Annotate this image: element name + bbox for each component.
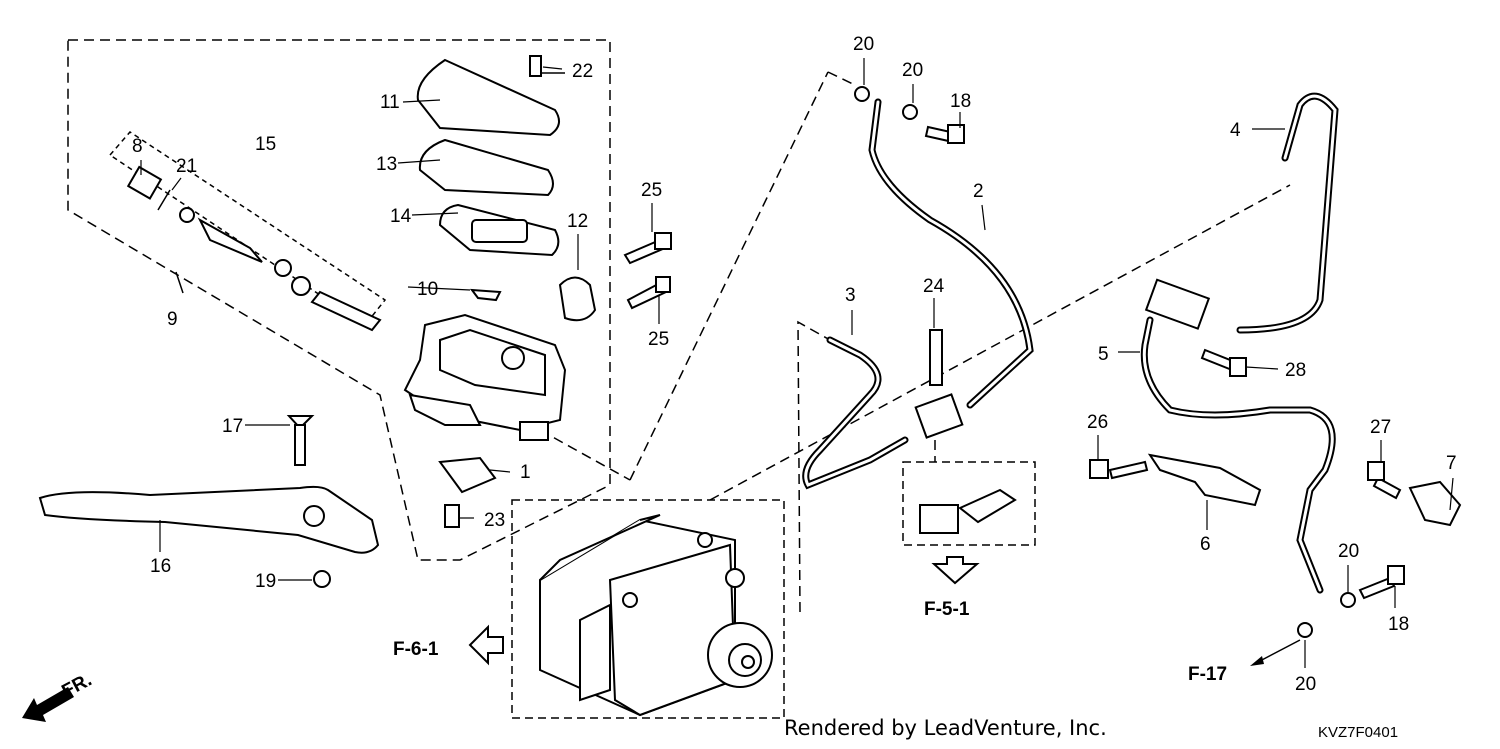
part-label-20-c: 20	[1338, 541, 1359, 562]
part-label-25-top: 25	[641, 180, 662, 201]
part-label-15: 15	[255, 134, 276, 155]
part-label-1: 1	[520, 462, 531, 483]
part-label-14: 14	[390, 206, 412, 227]
part-label-23: 23	[484, 510, 505, 531]
part-label-21: 21	[176, 156, 197, 177]
part-label-9: 9	[167, 309, 178, 330]
part-label-13: 13	[376, 154, 397, 175]
part-label-22: 22	[572, 61, 593, 82]
f17-arrow-icon	[1250, 656, 1264, 666]
part-label-5: 5	[1098, 344, 1109, 365]
part-label-10: 10	[417, 279, 438, 300]
abs-unit-outline	[511, 499, 785, 719]
part-label-11: 11	[380, 92, 400, 113]
part-label-6: 6	[1200, 534, 1211, 555]
f61-arrow	[468, 624, 504, 666]
f51-arrow	[931, 556, 980, 585]
ref-f17[interactable]: F-17	[1188, 664, 1227, 685]
part-label-18-bottom: 18	[1388, 614, 1409, 635]
fr-arrow-icon	[22, 687, 74, 722]
piston-kit-outline	[108, 131, 387, 327]
detail-outline	[902, 461, 1036, 546]
ref-f51[interactable]: F-5-1	[924, 599, 970, 620]
credit-text: Rendered by LeadVenture, Inc.	[784, 716, 1107, 740]
part-label-4: 4	[1230, 120, 1241, 141]
ref-f61[interactable]: F-6-1	[393, 639, 439, 660]
part-label-19: 19	[255, 571, 276, 592]
part-label-20-a: 20	[853, 34, 874, 55]
part-label-7: 7	[1446, 453, 1457, 474]
part-label-27: 27	[1370, 417, 1391, 438]
part-label-25-bottom: 25	[648, 329, 669, 350]
part-label-3: 3	[845, 285, 856, 306]
part-label-28: 28	[1285, 360, 1306, 381]
part-label-24: 24	[923, 276, 945, 297]
assembly-outline	[67, 39, 611, 561]
part-label-12: 12	[567, 211, 588, 232]
part-label-17: 17	[222, 416, 243, 437]
part-label-20-b: 20	[902, 60, 923, 81]
diagram-code: KVZ7F0401	[1318, 724, 1399, 741]
brake-lever	[38, 485, 380, 554]
part-label-16: 16	[150, 556, 171, 577]
part-label-26: 26	[1087, 412, 1108, 433]
part-label-2: 2	[973, 181, 984, 202]
part-label-20-d: 20	[1295, 674, 1316, 695]
part-label-8: 8	[132, 136, 143, 157]
part-label-18-top: 18	[950, 91, 971, 112]
